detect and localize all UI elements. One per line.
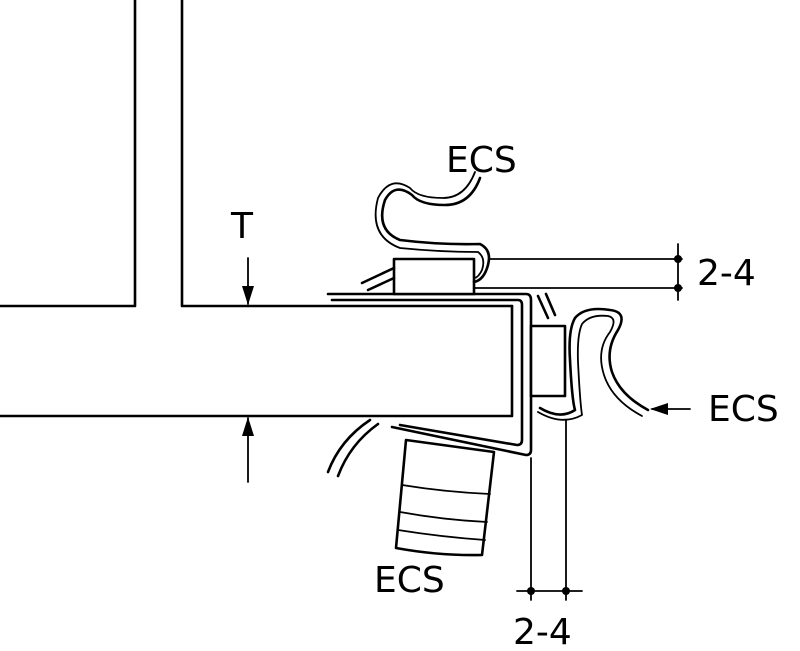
bottom-gap-dimension: 2-4	[513, 419, 583, 651]
top-gap-dimension: 2-4	[473, 243, 756, 301]
right-ecs-cable-inner	[537, 314, 643, 421]
ecs-label-bottom: ECS	[374, 560, 445, 601]
thickness-label: T	[230, 206, 254, 247]
beam-flange	[0, 304, 514, 418]
right-sensor	[529, 292, 650, 421]
bottom-sensor-band-1	[401, 484, 491, 495]
ecs-right-arrow-head	[650, 403, 668, 415]
t-beam	[0, 0, 514, 418]
thickness-arrow-top-head	[242, 286, 254, 305]
bottom-gap-dot-right	[562, 587, 570, 595]
thickness-dimension: T	[230, 206, 254, 483]
top-gap-dot-upper	[674, 255, 682, 263]
top-clip-strap	[360, 266, 396, 285]
top-clip-strap-2	[366, 276, 396, 292]
top-gap-dot-lower	[674, 284, 682, 292]
top-sensor	[360, 171, 491, 296]
right-ecs-cable	[538, 307, 650, 416]
bottom-gap-dot-left	[527, 587, 535, 595]
right-sensor-block	[529, 324, 567, 398]
thickness-arrow-bottom-head	[242, 417, 254, 436]
right-clip-strap-2	[544, 292, 557, 317]
bottom-clip-strap	[326, 418, 372, 474]
ecs-right-callout: ECS	[650, 389, 779, 430]
u-clamp	[326, 292, 533, 457]
bottom-sensor-band-3	[397, 529, 486, 541]
top-ecs-cable-inner	[374, 171, 485, 279]
ecs-label-right: ECS	[708, 389, 779, 430]
bottom-sensor-band-2	[399, 511, 488, 523]
beam-web	[0, 0, 137, 308]
beam-web-right	[180, 0, 514, 308]
bottom-clip-strap-2	[336, 422, 380, 478]
bottom-gap-label: 2-4	[513, 612, 572, 651]
bottom-sensor	[326, 418, 496, 557]
clamp-inner	[330, 298, 524, 447]
top-sensor-block	[392, 257, 476, 296]
ecs-label-top: ECS	[446, 140, 517, 181]
top-gap-label: 2-4	[697, 253, 756, 294]
top-ecs-cable	[380, 176, 491, 284]
right-clip-strap	[536, 294, 550, 320]
bottom-sensor-body	[394, 438, 496, 557]
